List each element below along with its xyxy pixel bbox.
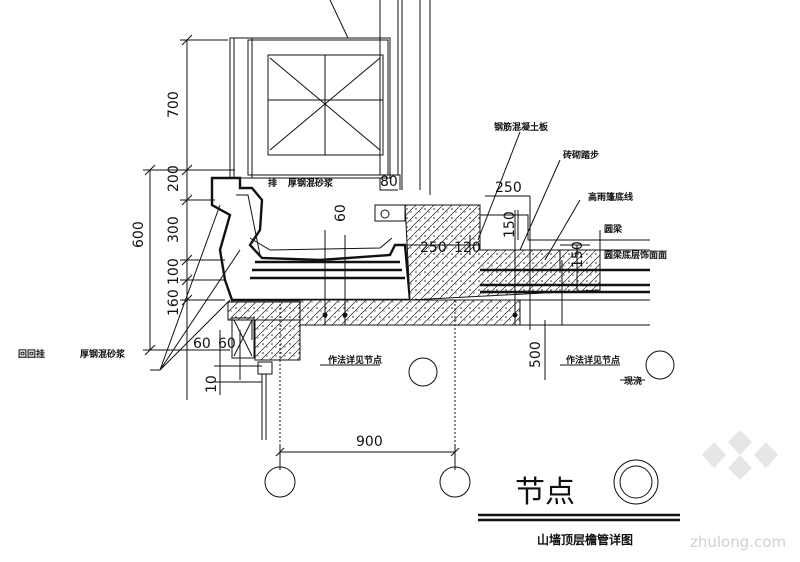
dim-900: 900 [356, 434, 383, 450]
drip-detail [374, 178, 406, 222]
drawing-title: 节点 [515, 475, 575, 510]
note-see-node-1: 作法详见节点 [328, 354, 382, 366]
watermark-text: zhulong.com [690, 533, 786, 551]
title-block [478, 459, 680, 522]
dim-60-c: 60 [333, 204, 349, 222]
dim-500: 500 [528, 341, 544, 368]
note-hook: 回回挂 [18, 348, 45, 360]
note-ring-beam: 圆梁 [604, 223, 623, 235]
watermark-logo [702, 430, 778, 480]
leader-lines [150, 131, 645, 381]
dim-150-b: 150 [570, 241, 586, 268]
note-ring-beam-finish: 圆梁底层饰面面 [604, 249, 667, 261]
left-dimensions [143, 34, 262, 400]
bottom-dimension [264, 300, 675, 498]
right-dimensions [400, 195, 590, 380]
note-drain: 排 [268, 177, 277, 189]
note-mortar-left: 厚钢混砂浆 [80, 348, 126, 360]
dim-120: 120 [454, 240, 481, 256]
note-slab: 钢筋混凝土板 [494, 121, 549, 133]
note-canopy-line: 高雨篷底线 [588, 191, 633, 203]
dim-700: 700 [166, 91, 182, 118]
dim-250-b: 250 [420, 240, 447, 256]
dim-60-b: 60 [218, 336, 236, 352]
dim-600: 600 [131, 221, 147, 248]
dim-100: 100 [166, 258, 182, 285]
dim-10: 10 [204, 375, 220, 393]
dim-160: 160 [166, 289, 182, 316]
rebar [322, 210, 563, 325]
window-frame [229, 0, 431, 195]
dim-250-a: 250 [495, 180, 522, 196]
dim-60-a: 60 [193, 336, 211, 352]
dim-80: 80 [380, 174, 398, 190]
dim-300: 300 [166, 216, 182, 243]
note-see-node-2: 作法详见节点 [566, 354, 620, 366]
dim-200: 200 [166, 165, 182, 192]
note-steps: 砖砌踏步 [563, 149, 599, 161]
note-mortar-top: 厚钢混砂浆 [288, 177, 334, 189]
dim-150-a: 150 [502, 211, 518, 238]
note-cast: 现浇 [624, 375, 642, 387]
drawing-caption: 山墙顶层檐管详图 [537, 532, 633, 547]
concrete-slab [231, 204, 650, 440]
